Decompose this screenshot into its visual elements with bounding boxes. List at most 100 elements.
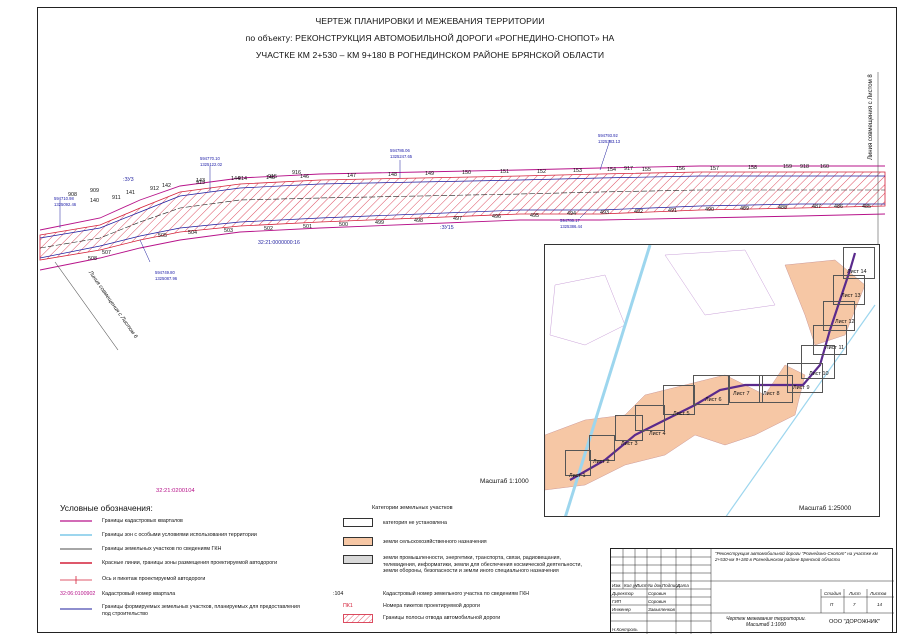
parcel-boundary [39, 175, 885, 239]
picket-label: 144 [231, 176, 240, 182]
stamp-hdr-6: Дата [677, 583, 689, 588]
title-line-1: ЧЕРТЕЖ ПЛАНИРОВКИ И МЕЖЕВАНИЯ ТЕРРИТОРИИ [315, 16, 545, 26]
legend-symbol-zone [60, 534, 92, 536]
zone-label-1: :ЗУ3 [123, 177, 134, 183]
picket-label: 157 [710, 166, 719, 172]
inset-sheet-label: Лист 6 [705, 397, 722, 403]
stamp-company: ООО "ДОРОЖНИК" [829, 619, 881, 625]
legend-title: Условные обозначения: [60, 503, 153, 513]
categories-title: Категории земельных участков [372, 505, 453, 511]
picket-extra-label: 914 [238, 176, 247, 182]
inset-sheet-label: Лист 14 [847, 269, 867, 275]
picket-label: 151 [500, 169, 509, 175]
point-label: 492 [634, 209, 643, 215]
coord-1b: 1325092.46 [54, 202, 77, 207]
inset-sheet-label: Лист 11 [825, 345, 845, 351]
inset-sheet-frame [635, 405, 665, 431]
coord-2b: 1325122.02 [200, 162, 223, 167]
cadastral-boundary-top [39, 165, 885, 231]
legend-strip-swatch [343, 614, 373, 623]
parcel-boundary-lower [39, 203, 885, 259]
inset-sheet-frame [843, 247, 875, 279]
point-label: 505 [158, 233, 167, 239]
point-label: 501 [303, 224, 312, 230]
stamp-role-3: Инженер [612, 607, 631, 612]
stamp-name-1: Соровин [648, 591, 667, 596]
road-axis [39, 189, 885, 249]
coord-6a: 594786.17 [560, 218, 580, 223]
point-label: 494 [567, 211, 576, 217]
picket-label: 159 [783, 164, 792, 170]
stamp-role-2: ГИП [612, 599, 621, 604]
picket-label: 146 [300, 174, 309, 180]
picket-label: 156 [676, 166, 685, 172]
title-line-2: по объекту: РЕКОНСТРУКЦИЯ АВТОМОБИЛЬНОЙ … [245, 33, 615, 43]
picket-extra-label: 915 [268, 174, 277, 180]
inset-sheet-label: Лист 9 [793, 385, 810, 391]
legend-pk-sample: ПК1 [343, 603, 353, 609]
legend-parcel-sample: :104 [333, 591, 344, 597]
inset-sheet-frame [589, 435, 615, 461]
category-item-2: земли сельскохозяйственного назначения [383, 539, 487, 545]
stamp-hdr-5: Подпись [662, 583, 680, 588]
picket-label: 149 [425, 171, 434, 177]
inset-sheet-frame [801, 345, 835, 379]
point-label: 489 [740, 206, 749, 212]
legend-symbol-cadastral [60, 520, 92, 522]
category-swatch-industry [343, 555, 373, 564]
stamp-project: "Реконструкция автомобильной дороги "Рог… [715, 551, 878, 562]
picket-label: 142 [162, 183, 171, 189]
picket-extra-label: 912 [150, 186, 159, 192]
point-label: 497 [453, 216, 462, 222]
right-of-way-strip [39, 171, 886, 261]
legend-item-4: Красные линии, границы зоны размещения п… [102, 560, 278, 566]
inset-sheet-frame [833, 275, 865, 305]
coord-1a: 594710.98 [54, 196, 74, 201]
title-line-3: УЧАСТКЕ КМ 2+530 – КМ 9+180 В РОГНЕДИНСК… [255, 50, 605, 60]
inset-road [569, 252, 857, 481]
picket-label: 141 [126, 190, 135, 196]
legend-symbol-axis [60, 576, 92, 584]
inset-sheet-label: Лист 8 [763, 391, 780, 397]
stamp-sheets-hdr: Листов [870, 591, 887, 596]
inset-sheet-label: Лист 10 [809, 371, 829, 377]
coord-3a: 594786.06 [390, 148, 410, 153]
inset-sheet-frame [615, 415, 643, 441]
picket-extra-label: 909 [90, 188, 99, 194]
coord-6b: 1325386.44 [560, 224, 583, 229]
stamp-hdr-1: Изм. [612, 583, 622, 588]
legend-parcel-text: Кадастровый номер земельного участка по … [383, 591, 530, 597]
category-swatch-agri [343, 537, 373, 546]
title-block: "Реконструкция автомобильной дороги "Рог… [610, 548, 894, 634]
point-label: 502 [264, 226, 273, 232]
inset-sheet-frame [663, 385, 695, 415]
picket-label: 155 [642, 167, 651, 173]
legend-symbol-formed [60, 608, 92, 610]
point-label: 485 [862, 204, 871, 210]
map-scale: Масштаб 1:1000 [480, 478, 529, 485]
inset-sheet-frame [565, 450, 591, 476]
stamp-stage: П [830, 602, 834, 607]
coord-2a: 594770.10 [200, 156, 220, 161]
inset-sheet-frame [759, 375, 793, 403]
picket-label: 147 [347, 173, 356, 179]
stamp-drawing: Чертеж межевания территории. Масштаб 1:1… [726, 616, 806, 628]
point-label: 500 [339, 222, 348, 228]
stamp-stage-hdr: Стадия [824, 591, 841, 596]
point-label: 493 [600, 210, 609, 216]
stamp-hdr-2: Кол.уч. [624, 583, 639, 588]
inset-sheet-label: Лист 5 [673, 411, 690, 417]
picket-extra-label: 913 [196, 180, 205, 186]
match-line-left [54, 261, 119, 351]
inset-sheet-label: Лист 3 [621, 441, 638, 447]
cadastral-boundary-bottom [39, 213, 886, 271]
inset-sheet-frame [813, 325, 847, 355]
coord-5b: 1325087.96 [155, 276, 178, 281]
point-label: 490 [705, 207, 714, 213]
legend-item-5: Ось и пикетаж проектируемой автодороги [102, 576, 206, 582]
legend-symbol-red-line [60, 562, 92, 564]
point-label: 507 [102, 250, 111, 256]
title-block-grid [611, 549, 894, 634]
legend-symbol-parcel [60, 548, 92, 550]
